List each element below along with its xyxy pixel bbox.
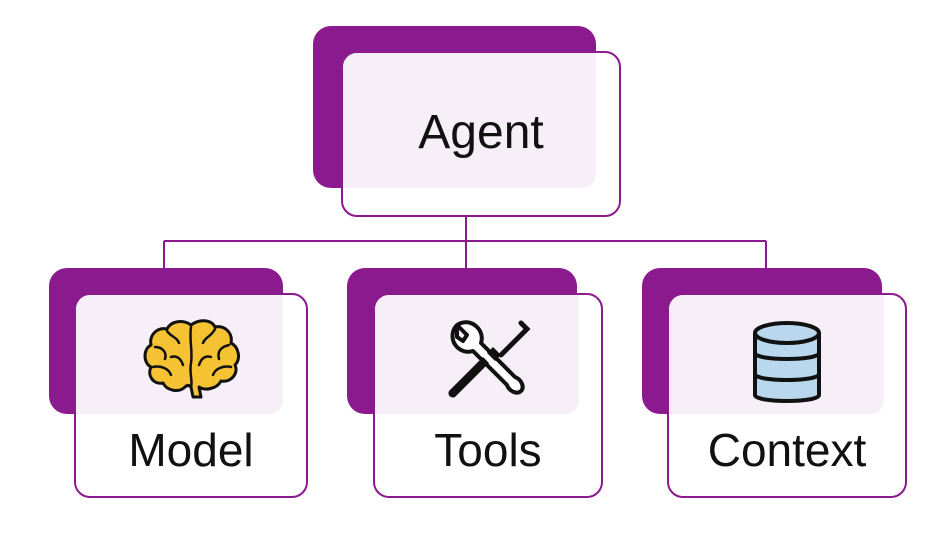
context-label: Context <box>707 424 867 476</box>
agent-card-tint <box>343 53 596 188</box>
model-icon-wrap <box>76 317 306 401</box>
database-icon <box>753 321 821 403</box>
model-node-card: Model <box>74 293 308 498</box>
context-node-card: Context <box>667 293 907 498</box>
agent-label: Agent <box>418 106 544 159</box>
tools-label: Tools <box>434 424 542 476</box>
wrench-screwdriver-icon <box>448 320 531 398</box>
context-icon-wrap <box>669 319 905 409</box>
model-label: Model <box>128 424 254 476</box>
tools-icon-wrap <box>375 315 601 405</box>
tools-node-card: Tools <box>373 293 603 498</box>
agent-node-card: Agent <box>341 51 621 217</box>
brain-icon <box>143 319 240 399</box>
